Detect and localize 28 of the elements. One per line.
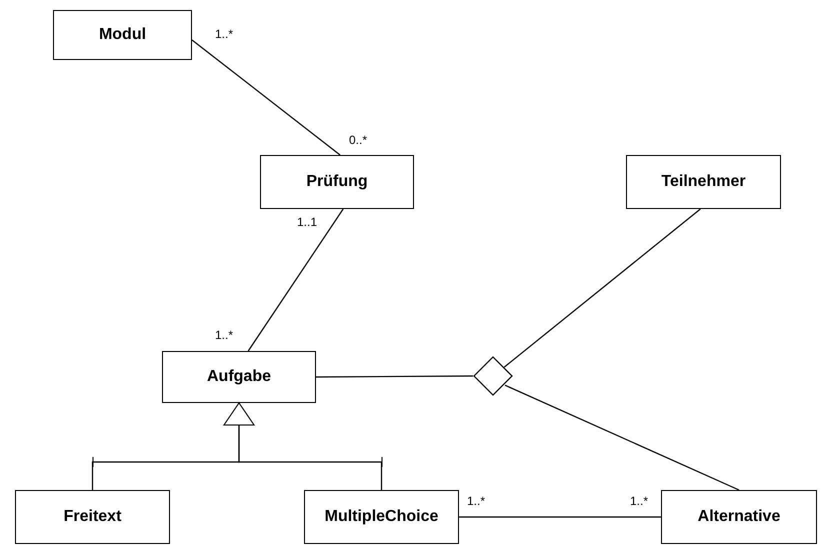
class-name: Alternative [698,507,780,527]
association-line [459,516,661,518]
multiplicity-label: 1..* [215,329,234,341]
association-line [316,375,473,378]
multiplicity-label: 0..* [349,134,368,146]
multiplicity-label: 1..* [467,495,486,507]
class-name: Prüfung [306,172,368,192]
class-box [304,490,459,544]
association-line [504,208,701,368]
multiplicity-label: 1..* [630,495,648,507]
class-name: Teilnehmer [661,172,746,192]
class-box [661,490,817,544]
association-line [192,40,340,156]
multiplicity-label: 1..* [215,28,234,40]
class-box [53,10,192,60]
association-line [504,384,740,491]
generalization-arrow [224,402,382,490]
class-name: MultipleChoice [324,507,438,527]
class-name: Aufgabe [207,367,271,387]
class-name: Modul [98,25,146,45]
class-box [15,490,170,544]
association-diamond [473,356,513,396]
class-name: Freitext [64,507,122,527]
class-box [626,155,781,209]
multiplicity-label: 1..1 [297,216,318,228]
class-box [260,155,414,209]
class-box [162,351,316,403]
association-line [248,208,344,352]
